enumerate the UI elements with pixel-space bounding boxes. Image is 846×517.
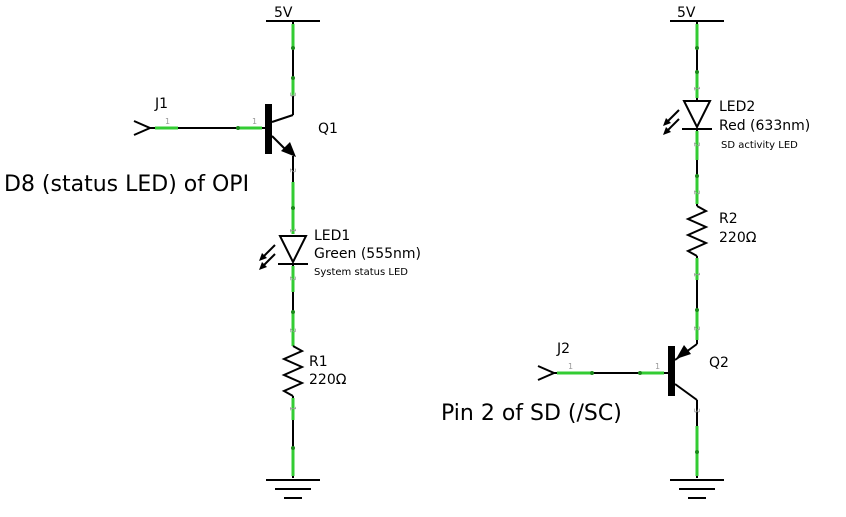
r1-pin-bottom: 1 <box>288 406 297 411</box>
q1-collector-lead <box>271 114 294 123</box>
j2-input-note: Pin 2 of SD (/SC) <box>441 401 622 426</box>
r2-resistor-zigzag <box>685 205 709 257</box>
j2-pin-number: 1 <box>568 362 573 371</box>
supply-label-left: 5V <box>274 5 293 21</box>
r1-label: R1 <box>309 354 328 370</box>
led1-light-arrowhead <box>259 262 267 270</box>
j1-input-note: D8 (status LED) of OPI <box>4 172 249 197</box>
net-node <box>695 46 699 50</box>
q1-label: Q1 <box>318 121 338 137</box>
led2-value: Red (633nm) <box>719 118 810 134</box>
led2-diode-triangle <box>682 100 712 130</box>
q1-base-bar <box>265 104 272 154</box>
q1-pin-emitter: 2 <box>288 168 297 173</box>
led2-pin-cathode: 2 <box>692 142 701 147</box>
net-node <box>236 126 240 130</box>
net-node <box>291 76 295 80</box>
led1-note: System status LED <box>314 267 408 278</box>
right-circuit: 5V 1 LED2 Red (633nm) SD activity LED 2 … <box>441 5 810 499</box>
led2-label: LED2 <box>719 99 755 115</box>
net-node <box>291 310 295 314</box>
net-node <box>291 446 295 450</box>
q2-label: Q2 <box>709 355 729 371</box>
net-node <box>695 450 699 454</box>
led1-diode-triangle <box>278 235 308 265</box>
r1-pin-top: 2 <box>288 328 297 333</box>
led1-pin-anode: 1 <box>288 228 297 233</box>
left-circuit: 5V 3 J1 1 1 Q1 2 D8 (status LED) of OPI <box>4 5 421 499</box>
j2-label: J2 <box>556 341 570 357</box>
r2-pin-bottom: 1 <box>692 272 701 277</box>
q2-pin-base: 1 <box>655 362 660 371</box>
led1-label: LED1 <box>314 228 350 244</box>
r2-value: 220Ω <box>719 230 757 246</box>
net-node <box>695 174 699 178</box>
led1-light-arrowhead <box>259 253 267 261</box>
j1-pin-number: 1 <box>165 117 170 126</box>
j2-connector-symbol <box>537 365 557 381</box>
r2-pin-top: 2 <box>692 190 701 195</box>
led2-pin-anode: 1 <box>692 86 701 91</box>
q2-pin-emitter: 3 <box>692 408 701 413</box>
net-node <box>638 371 642 375</box>
j1-connector-symbol <box>133 120 153 136</box>
q2-pin-collector: 2 <box>692 326 701 331</box>
q1-pin-collector: 3 <box>288 92 297 97</box>
net-node <box>590 371 594 375</box>
j1-label: J1 <box>154 96 168 112</box>
q2-arrow <box>676 345 691 359</box>
ground-symbol-left <box>266 479 320 499</box>
r2-label: R2 <box>719 211 738 227</box>
r1-value: 220Ω <box>309 372 347 388</box>
q2-base-bar <box>668 346 675 396</box>
net-node <box>695 308 699 312</box>
supply-label-right: 5V <box>677 5 696 21</box>
ground-symbol-right <box>670 479 724 499</box>
q2-emitter-lead <box>674 383 698 401</box>
led2-note: SD activity LED <box>721 140 798 151</box>
led2-light-arrowhead <box>663 127 671 135</box>
net-node <box>695 70 699 74</box>
led1-value: Green (555nm) <box>314 246 421 262</box>
q1-pin-base: 1 <box>252 117 257 126</box>
net-node <box>291 206 295 210</box>
net-node <box>291 46 295 50</box>
led2-light-arrowhead <box>663 118 671 126</box>
r1-resistor-zigzag <box>281 345 305 397</box>
q1-emitter-arrow <box>281 142 296 157</box>
led1-pin-cathode: 2 <box>288 276 297 281</box>
